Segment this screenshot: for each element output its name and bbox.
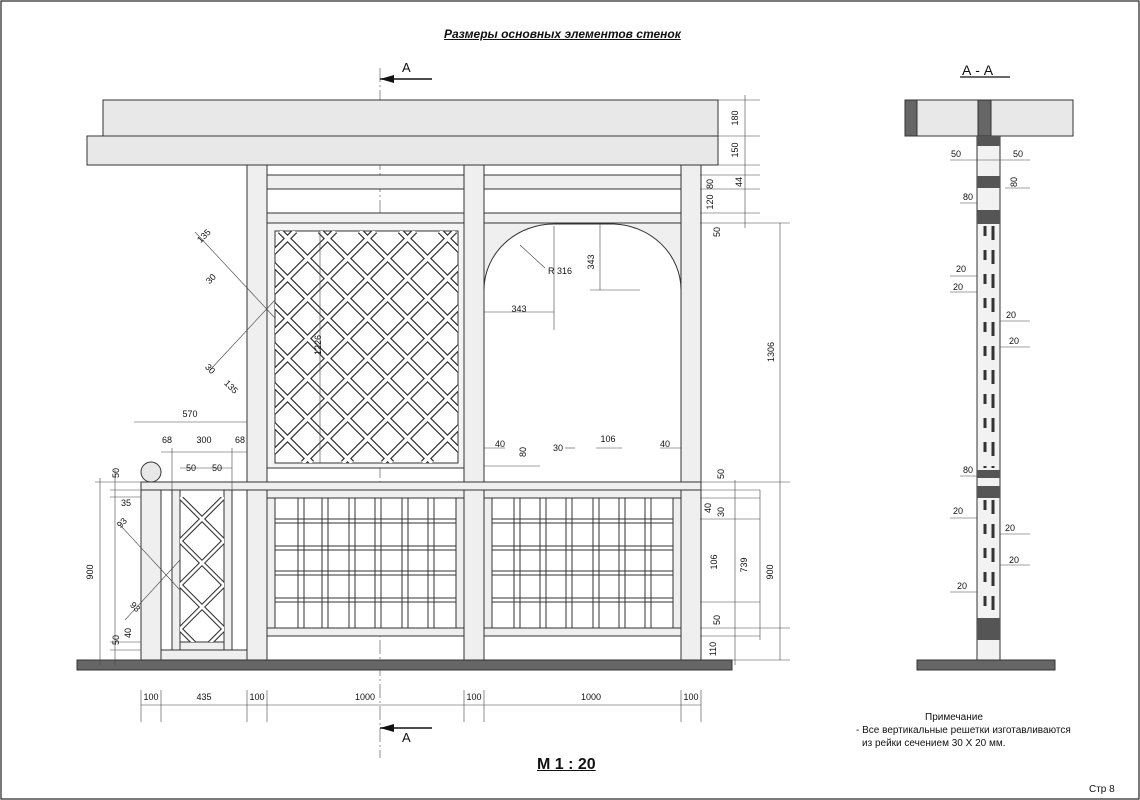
dim-300: 300 bbox=[196, 435, 211, 445]
handrail bbox=[140, 481, 702, 491]
dim-30-d: 30 bbox=[716, 507, 726, 517]
dim-93-b: 93 bbox=[128, 600, 142, 614]
section-mark-top: А bbox=[402, 60, 411, 75]
dimension-lines bbox=[95, 95, 790, 722]
roof-beam-upper bbox=[102, 99, 719, 137]
dim-80-top: 80 bbox=[705, 179, 715, 189]
arch-bracket bbox=[483, 222, 682, 291]
note-line-2: из рейки сечением 30 Х 20 мм. bbox=[862, 738, 1006, 749]
dim-bottom-100-d: 100 bbox=[683, 692, 698, 702]
section-arrow-bottom bbox=[380, 724, 432, 732]
dim-93-a: 93 bbox=[115, 516, 129, 530]
diagonal-lattice bbox=[275, 231, 458, 463]
scale-label: М 1 : 20 bbox=[537, 756, 596, 773]
dim-343-v: 343 bbox=[586, 254, 596, 269]
dim-135-b: 135 bbox=[222, 378, 240, 396]
sec-dim-80-b: 80 bbox=[963, 192, 973, 202]
sec-dim-20-f: 20 bbox=[1005, 523, 1015, 533]
post-finial bbox=[140, 461, 162, 483]
sec-dim-20-c: 20 bbox=[1006, 310, 1016, 320]
dim-30-a: 30 bbox=[204, 272, 218, 286]
sec-dim-20-b: 20 bbox=[953, 282, 963, 292]
dim-900-right: 900 bbox=[765, 564, 775, 579]
dim-120: 120 bbox=[705, 194, 715, 209]
sec-dim-20-h: 20 bbox=[957, 581, 967, 591]
railing-right bbox=[483, 489, 682, 637]
sec-dim-50-b: 50 bbox=[1013, 149, 1023, 159]
post-right bbox=[680, 164, 702, 661]
dim-570: 570 bbox=[182, 409, 197, 419]
page-number: Стр 8 bbox=[1089, 784, 1115, 795]
dim-50-b: 50 bbox=[186, 463, 196, 473]
dim-110: 110 bbox=[708, 642, 718, 656]
dim-bottom-100-b: 100 bbox=[249, 692, 264, 702]
sec-dim-20-g: 20 bbox=[1009, 555, 1019, 565]
dim-50-f: 50 bbox=[712, 615, 722, 625]
dim-135-a: 135 bbox=[195, 227, 213, 245]
section-dimension-labels: 50 50 80 80 20 20 20 20 80 20 20 20 20 bbox=[951, 149, 1023, 591]
dim-68-a: 68 bbox=[162, 435, 172, 445]
dim-180: 180 bbox=[730, 110, 740, 125]
dim-40-a: 40 bbox=[123, 628, 133, 638]
dim-bottom-1000-b: 1000 bbox=[581, 692, 601, 702]
dim-343-h: 343 bbox=[511, 304, 526, 314]
section-title: А - А bbox=[962, 62, 994, 78]
dim-68-b: 68 bbox=[235, 435, 245, 445]
dim-30-b: 30 bbox=[203, 362, 217, 376]
dim-50-top: 50 bbox=[712, 227, 722, 237]
dimension-labels: 180 150 44 80 120 50 1306 343 343 R 316 … bbox=[85, 110, 776, 702]
dim-44: 44 bbox=[734, 177, 744, 187]
dim-106-a: 106 bbox=[600, 434, 615, 444]
dim-900-left: 900 bbox=[85, 564, 95, 579]
dim-40-c: 40 bbox=[660, 439, 670, 449]
dim-30-c: 30 bbox=[553, 443, 563, 453]
dim-80-mid: 80 bbox=[518, 447, 528, 457]
dim-bottom-100-c: 100 bbox=[466, 692, 481, 702]
sec-dim-80-a: 80 bbox=[1009, 177, 1019, 187]
drawing-title: Размеры основных элементов стенок bbox=[444, 27, 681, 41]
roof-beam-lower bbox=[86, 135, 719, 166]
dim-1306: 1306 bbox=[766, 342, 776, 362]
railing-left bbox=[266, 489, 465, 637]
dim-739: 739 bbox=[739, 557, 749, 572]
post-small bbox=[140, 489, 162, 661]
post-middle bbox=[463, 164, 485, 661]
sec-dim-20-d: 20 bbox=[1009, 336, 1019, 346]
dim-bottom-1000-a: 1000 bbox=[355, 692, 375, 702]
dim-40-d: 40 bbox=[703, 503, 713, 513]
dim-bottom-100-a: 100 bbox=[143, 692, 158, 702]
dim-40-b: 40 bbox=[495, 439, 505, 449]
sec-dim-20-a: 20 bbox=[956, 264, 966, 274]
dim-106-b: 106 bbox=[709, 554, 719, 569]
dim-1226: 1226 bbox=[313, 335, 323, 355]
section-arrow-top bbox=[380, 75, 432, 83]
sec-dim-20-e: 20 bbox=[953, 506, 963, 516]
dim-bottom-435: 435 bbox=[196, 692, 211, 702]
dim-50-e: 50 bbox=[716, 469, 726, 479]
post-left bbox=[246, 164, 268, 661]
note-line-1: - Все вертикальные решетки изготавливают… bbox=[856, 725, 1071, 736]
section-a-a bbox=[904, 76, 1074, 671]
dim-50-c: 50 bbox=[212, 463, 222, 473]
ground-base bbox=[76, 659, 733, 671]
dim-50-a: 50 bbox=[111, 468, 121, 478]
note-title: Примечание bbox=[925, 712, 983, 723]
small-lattice-panel bbox=[160, 489, 248, 661]
sec-dim-50-a: 50 bbox=[951, 149, 961, 159]
dim-35: 35 bbox=[121, 498, 131, 508]
dim-150: 150 bbox=[730, 142, 740, 157]
dim-r316: R 316 bbox=[548, 266, 572, 276]
dim-50-d: 50 bbox=[111, 635, 121, 645]
sec-dim-80-c: 80 bbox=[963, 465, 973, 475]
section-mark-bottom: А bbox=[402, 730, 411, 745]
